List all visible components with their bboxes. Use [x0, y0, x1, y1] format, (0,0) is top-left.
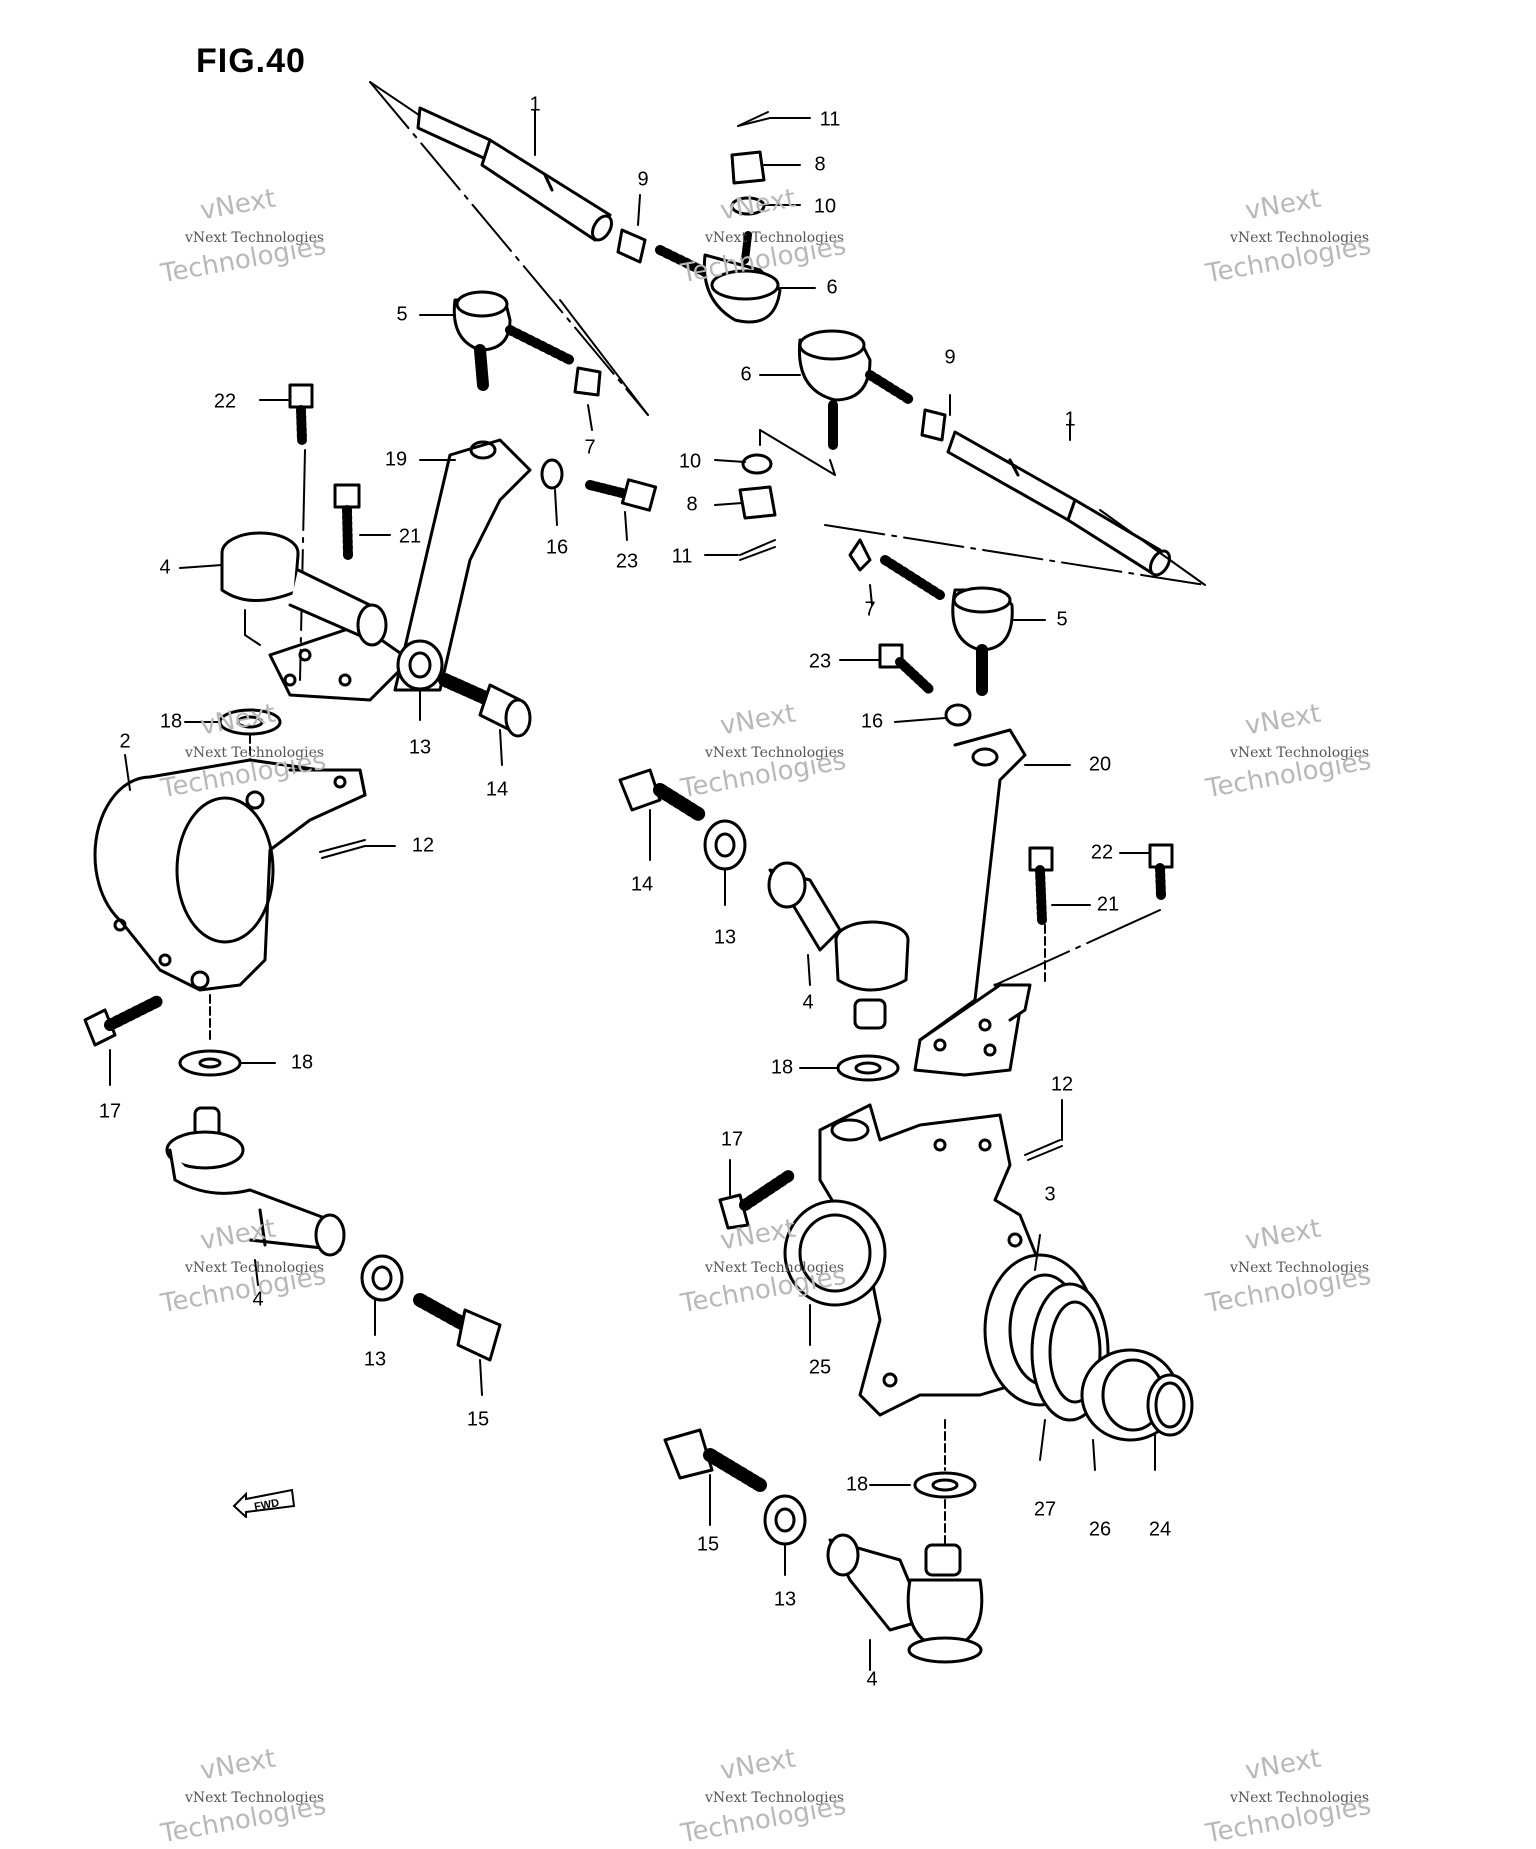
watermark-line2: vNext Technologies: [705, 1790, 845, 1806]
knuckle-arm-right: [913, 728, 1174, 1077]
callout-25: 25: [808, 1356, 832, 1379]
drag-rod-end-lower-right: [663, 1419, 984, 1664]
callout-22: 22: [1090, 841, 1114, 864]
callout-11: 11: [671, 545, 693, 568]
bolts-left: [288, 383, 361, 681]
callout-13: 13: [363, 1348, 387, 1371]
callout-27: 27: [1033, 1498, 1057, 1521]
callout-7: 7: [584, 436, 596, 459]
steering-knuckle-left: [93, 708, 367, 992]
callout-14: 14: [630, 873, 654, 896]
callout-4: 4: [159, 556, 171, 579]
callout-4: 4: [252, 1288, 264, 1311]
callout-10: 10: [813, 195, 837, 218]
callout-17: 17: [98, 1100, 122, 1123]
bolt-17-left: [83, 994, 242, 1077]
callout-13: 13: [713, 926, 737, 949]
watermark-line3: Technologies: [1203, 1790, 1374, 1849]
callout-18: 18: [290, 1051, 314, 1074]
tie-rod-end-left: [452, 290, 602, 397]
callout-8: 8: [686, 493, 698, 516]
callout-12: 12: [411, 834, 435, 857]
callout-6: 6: [826, 276, 838, 299]
callout-14: 14: [485, 778, 509, 801]
callout-4: 4: [802, 991, 814, 1014]
tie-rod-end-right: [848, 538, 1014, 727]
callout-15: 15: [696, 1533, 720, 1556]
callout-24: 24: [1148, 1518, 1172, 1541]
callout-17: 17: [720, 1128, 744, 1151]
callout-7: 7: [864, 598, 876, 621]
callout-23: 23: [808, 650, 832, 673]
callout-1: 1: [529, 93, 541, 116]
parts-drawing: [83, 81, 1206, 1671]
callout-8: 8: [814, 153, 826, 176]
callout-2: 2: [119, 730, 131, 753]
callout-13: 13: [773, 1588, 797, 1611]
callout-9: 9: [637, 168, 649, 191]
callout-18: 18: [159, 710, 183, 733]
tie-rod-right-group: [738, 329, 1206, 586]
callout-10: 10: [678, 450, 702, 473]
leader-lines: [109, 109, 1156, 1671]
drag-rod-end-top-left: [220, 531, 388, 647]
figure-title: FIG.40: [196, 42, 306, 80]
fwd-label: FWD: [253, 1497, 280, 1513]
callout-13: 13: [408, 736, 432, 759]
callout-3: 3: [1044, 1183, 1056, 1206]
callout-9: 9: [944, 346, 956, 369]
watermark-line2: vNext Technologies: [1230, 1790, 1370, 1806]
callout-18: 18: [845, 1473, 869, 1496]
callout-19: 19: [384, 448, 408, 471]
callout-11: 11: [819, 108, 841, 131]
callout-20: 20: [1088, 753, 1112, 776]
callout-18: 18: [770, 1056, 794, 1079]
callout-22: 22: [213, 390, 237, 413]
callout-4: 4: [866, 1668, 878, 1691]
callout-23: 23: [615, 550, 639, 573]
callout-26: 26: [1088, 1518, 1112, 1541]
callout-21: 21: [398, 525, 422, 548]
drag-rod-end-lower-left: [165, 1106, 502, 1362]
callout-21: 21: [1096, 893, 1120, 916]
steering-knuckle-right: [718, 1103, 1194, 1442]
watermark-line3: Technologies: [158, 1790, 329, 1849]
callout-15: 15: [466, 1408, 490, 1431]
watermark-line3: Technologies: [678, 1790, 849, 1849]
watermark-line2: vNext Technologies: [185, 1790, 325, 1806]
drag-rod-end-right-middle: [618, 768, 1063, 1161]
callout-5: 5: [1056, 608, 1068, 631]
callout-6: 6: [740, 363, 752, 386]
callout-16: 16: [860, 710, 884, 733]
tie-rod-left-group: [369, 81, 782, 416]
fwd-arrow-icon: FWD: [232, 1488, 296, 1518]
bushing-bolt-left: [396, 639, 532, 738]
callout-16: 16: [545, 536, 569, 559]
washer-bolt-center: [540, 458, 658, 512]
callout-12: 12: [1050, 1073, 1074, 1096]
callout-1: 1: [1064, 408, 1076, 431]
callout-5: 5: [396, 303, 408, 326]
exploded-parts-diagram: FIG.40: [83, 42, 1373, 1849]
